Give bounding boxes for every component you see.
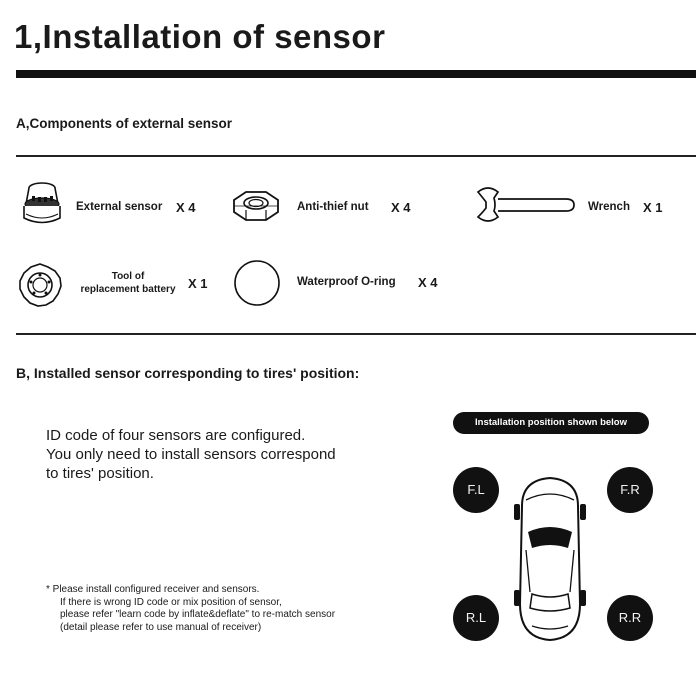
install-note-line: * Please install configured receiver and…: [46, 584, 260, 595]
battery-tool-icon: [19, 263, 62, 307]
o-ring-label: Waterproof O-ring: [297, 276, 396, 288]
install-note: * Please install configured receiver and…: [46, 584, 335, 634]
wrench-icon: [476, 187, 575, 222]
o-ring-icon: [234, 260, 280, 306]
wrench-label: Wrench: [588, 201, 630, 213]
title-divider: [16, 70, 696, 78]
install-note-line: (detail please refer to use manual of re…: [60, 621, 262, 633]
tire-rear-right: R.R: [607, 595, 653, 641]
install-note-line: please refer "learn code by inflate&defl…: [60, 609, 336, 620]
tire-rear-left: R.L: [453, 595, 499, 641]
install-description: ID code of four sensors are configured. …: [46, 426, 336, 483]
section-a-heading: A,Components of external sensor: [16, 116, 233, 131]
battery-tool-label-line1: Tool of: [111, 271, 145, 282]
installation-position-badge: Installation position shown below: [453, 412, 649, 434]
external-sensor-qty: X 4: [176, 200, 196, 215]
battery-tool-label: Tool of replacement battery: [74, 270, 182, 296]
battery-tool-label-line2: replacement battery: [80, 284, 176, 295]
external-sensor-icon: [23, 182, 61, 224]
battery-tool-qty: X 1: [188, 276, 208, 291]
install-description-line: ID code of four sensors are configured.: [46, 427, 306, 444]
install-description-line: You only need to install sensors corresp…: [46, 446, 336, 463]
page-title: 1,Installation of sensor: [14, 18, 386, 55]
external-sensor-label: External sensor: [76, 201, 163, 213]
o-ring-qty: X 4: [418, 275, 438, 290]
section-b-heading: B, Installed sensor corresponding to tir…: [16, 365, 360, 381]
tire-front-right: F.R: [607, 467, 653, 513]
hex-nut-icon: [233, 191, 279, 221]
wrench-qty: X 1: [643, 200, 663, 215]
car-top-view-icon: [514, 476, 586, 642]
install-note-line: If there is wrong ID code or mix positio…: [60, 596, 282, 608]
section-a-divider-top: [16, 155, 696, 157]
section-a-divider-bottom: [16, 333, 696, 335]
tire-front-left: F.L: [453, 467, 499, 513]
anti-thief-nut-label: Anti-thief nut: [297, 201, 369, 213]
anti-thief-nut-qty: X 4: [391, 200, 411, 215]
install-description-line: to tires' position.: [46, 465, 154, 482]
